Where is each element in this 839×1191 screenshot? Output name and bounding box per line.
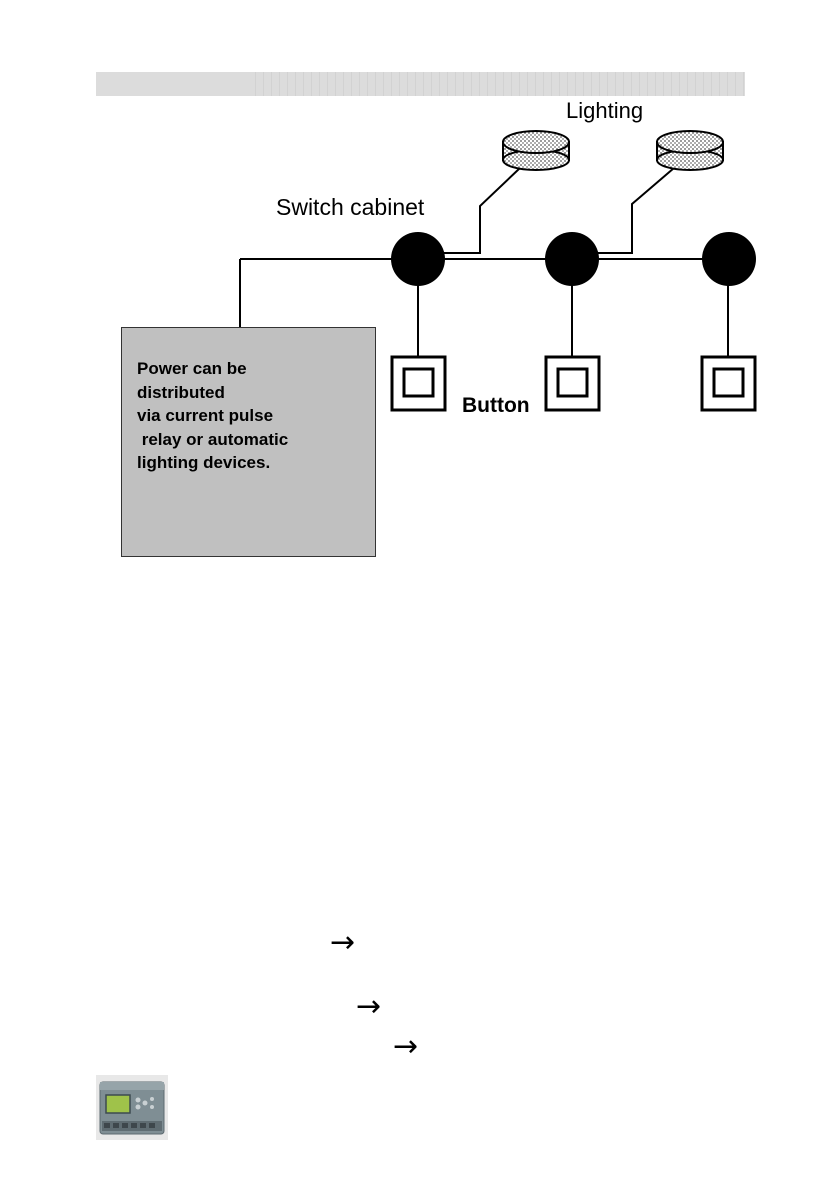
junction-node-3	[702, 232, 756, 286]
power-note-text: Power can be distributed via current pul…	[137, 357, 288, 475]
arrow-icon-2: →	[356, 992, 381, 1022]
lamp-icon-1	[503, 131, 569, 170]
logo-controller-icon	[96, 1075, 168, 1140]
button-icon-3	[702, 357, 755, 410]
switch-cabinet-label: Switch cabinet	[276, 194, 424, 221]
lamp-feed-2	[598, 168, 674, 253]
junction-node-1	[391, 232, 445, 286]
lighting-label: Lighting	[566, 98, 643, 124]
junction-node-2	[545, 232, 599, 286]
power-note-box: Power can be distributed via current pul…	[121, 327, 376, 557]
button-icon-1	[392, 357, 445, 410]
arrow-icon-1: →	[330, 928, 355, 958]
controller-drawing	[96, 1075, 168, 1140]
button-label: Button	[462, 394, 530, 418]
lamp-feed-1	[444, 168, 520, 253]
button-icon-2	[546, 357, 599, 410]
arrow-icon-3: →	[393, 1032, 418, 1062]
lamp-icon-2	[657, 131, 723, 170]
